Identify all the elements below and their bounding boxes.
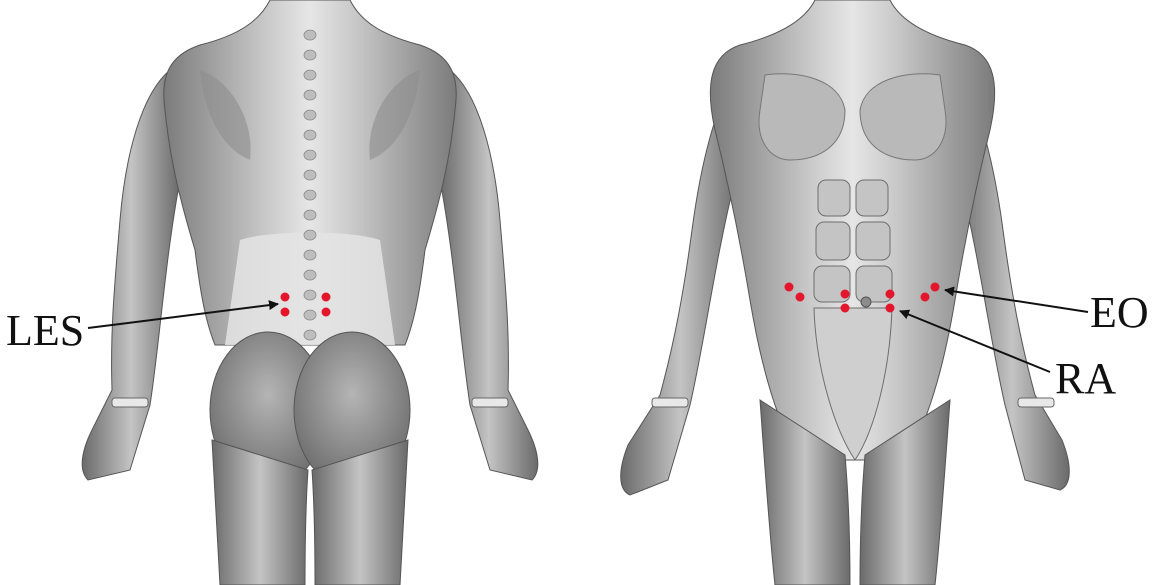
eo-label: EO — [1090, 288, 1149, 337]
eo-pointer-arrow — [945, 290, 1088, 312]
front-left-wrist — [652, 398, 688, 407]
electrode-dot — [841, 304, 850, 313]
electrode-dot — [281, 293, 290, 302]
electrode-dot — [931, 283, 940, 292]
back-left-arm — [82, 70, 180, 480]
electrode-dot — [841, 290, 850, 299]
electrode-dot — [785, 283, 794, 292]
back-right-wrist — [472, 398, 508, 407]
navel — [861, 297, 871, 307]
electrode-dot — [281, 308, 290, 317]
annotations: LES EO RA — [6, 288, 1149, 403]
electrode-dot — [796, 293, 805, 302]
front-right-wrist — [1018, 398, 1054, 407]
electrode-dot — [322, 308, 331, 317]
back-right-arm — [440, 70, 538, 480]
back-lumbar-fascia — [225, 233, 395, 346]
ra-label: RA — [1055, 354, 1116, 403]
electrode-dot — [322, 293, 331, 302]
electrode-dot — [886, 304, 895, 313]
les-label: LES — [6, 306, 84, 355]
back-left-wrist — [112, 398, 148, 407]
electrode-dot — [886, 290, 895, 299]
posterior-view — [82, 0, 538, 585]
anterior-view — [621, 0, 1070, 585]
electrode-dot — [921, 293, 930, 302]
